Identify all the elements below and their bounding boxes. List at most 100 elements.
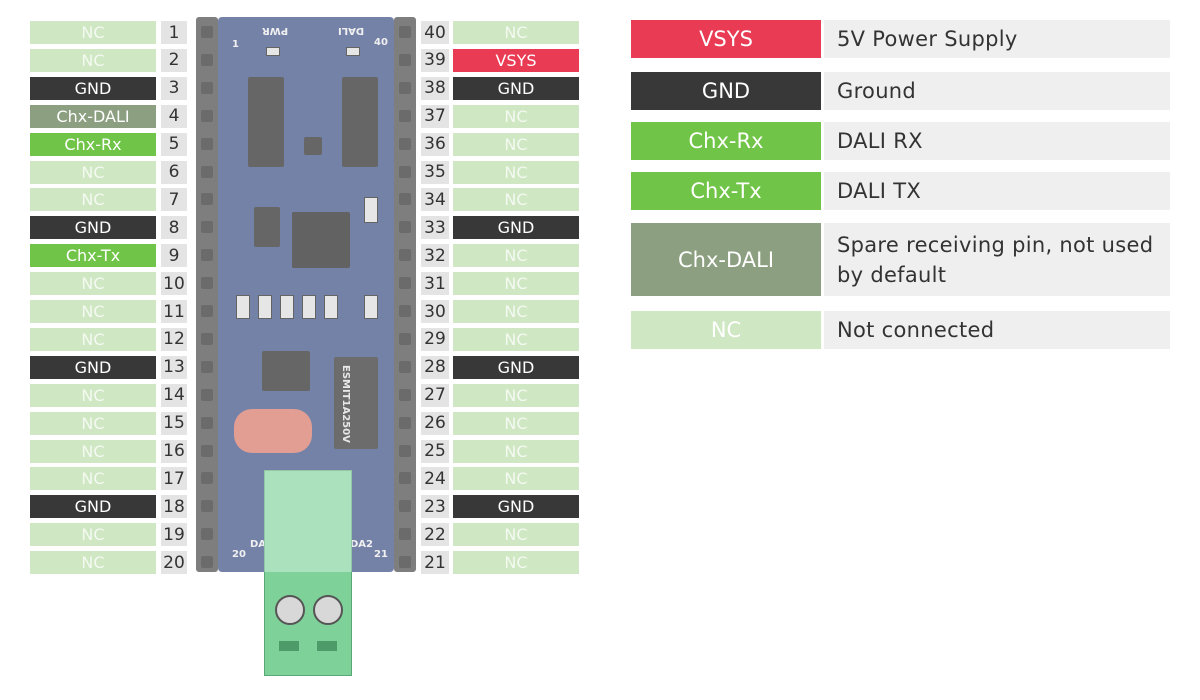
resistor-f <box>324 295 338 319</box>
header-hole <box>201 472 213 485</box>
small-ic <box>304 137 322 155</box>
right-pin-label: NC <box>453 467 579 491</box>
header-hole <box>201 26 213 38</box>
pwr-led <box>266 47 280 56</box>
left-pin-label: NC <box>30 327 156 351</box>
legend-description: Spare receiving pin, not used by default <box>824 223 1170 296</box>
left-pin-label: GND <box>30 216 156 240</box>
header-hole <box>399 416 411 429</box>
header-hole <box>201 556 213 569</box>
header-hole <box>201 137 213 150</box>
header-hole <box>399 221 411 234</box>
left-pin-number: 20 <box>161 551 187 575</box>
screw-left-icon <box>275 595 305 625</box>
header-hole <box>399 26 411 38</box>
left-pin-label: NC <box>30 48 156 72</box>
header-hole <box>201 221 213 234</box>
left-pin-label: NC <box>30 439 156 463</box>
right-pin-number: 36 <box>421 132 449 156</box>
header-hole <box>399 500 411 513</box>
left-pin-label: GND <box>30 76 156 100</box>
right-pin-number: 27 <box>421 383 449 407</box>
silk-pwr: PWR <box>262 25 289 36</box>
left-pin-label: NC <box>30 160 156 184</box>
regulator <box>292 212 350 268</box>
header-hole <box>399 193 411 206</box>
left-pin-label: GND <box>30 355 156 379</box>
header-hole <box>399 81 411 94</box>
left-pin-number: 2 <box>161 48 187 72</box>
legend-key: Chx-DALI <box>631 223 821 296</box>
left-pin-number: 16 <box>161 439 187 463</box>
right-pin-label: NC <box>453 272 579 296</box>
header-hole <box>201 444 213 457</box>
transistor <box>254 207 280 247</box>
left-pin-number: 11 <box>161 300 187 323</box>
right-pin-label: NC <box>453 551 579 575</box>
right-pin-label: NC <box>453 411 579 435</box>
left-pin-label: NC <box>30 300 156 323</box>
left-pin-label: NC <box>30 272 156 296</box>
left-pin-number: 10 <box>161 272 187 296</box>
header-hole <box>399 53 411 66</box>
screw-right-icon <box>313 595 343 625</box>
right-pin-label: NC <box>453 160 579 184</box>
right-pin-number: 25 <box>421 439 449 463</box>
header-hole <box>399 249 411 262</box>
legend-key: Chx-Rx <box>631 122 821 160</box>
header-hole <box>201 500 213 513</box>
header-hole <box>399 360 411 373</box>
silk-pin-1: 1 <box>232 39 239 50</box>
header-hole <box>399 388 411 401</box>
right-pin-number: 22 <box>421 523 449 547</box>
left-pin-label: GND <box>30 495 156 519</box>
left-pin-header <box>196 17 218 572</box>
left-pin-number: 1 <box>161 21 187 44</box>
right-pin-label: GND <box>453 355 579 379</box>
right-pin-label: NC <box>453 244 579 268</box>
resistor-g <box>364 295 378 319</box>
header-hole <box>399 165 411 178</box>
header-hole <box>201 81 213 94</box>
legend-description: Ground <box>824 72 1170 110</box>
right-pin-number: 23 <box>421 495 449 519</box>
header-hole <box>399 556 411 569</box>
legend-description: DALI RX <box>824 122 1170 160</box>
right-pin-number: 21 <box>421 551 449 575</box>
right-pin-number: 39 <box>421 48 449 72</box>
resistor-a <box>364 197 378 223</box>
left-pin-number: 18 <box>161 495 187 519</box>
right-pin-label: NC <box>453 300 579 323</box>
header-hole <box>399 109 411 122</box>
right-pin-number: 35 <box>421 160 449 184</box>
left-pin-label: Chx-Rx <box>30 132 156 156</box>
legend-key: NC <box>631 311 821 349</box>
optocoupler-right <box>342 77 378 167</box>
silk-dali: DALI <box>338 25 365 36</box>
wire-slot-right <box>317 641 337 651</box>
legend-key: GND <box>631 72 821 110</box>
left-pin-number: 13 <box>161 355 187 379</box>
right-pin-label: NC <box>453 523 579 547</box>
left-pin-number: 9 <box>161 244 187 268</box>
optocoupler-left <box>248 77 284 167</box>
right-pin-number: 33 <box>421 216 449 240</box>
left-pin-number: 3 <box>161 76 187 100</box>
left-pin-number: 7 <box>161 188 187 212</box>
right-pin-number: 31 <box>421 272 449 296</box>
right-pin-label: GND <box>453 216 579 240</box>
right-pin-label: NC <box>453 188 579 212</box>
left-pin-label: NC <box>30 523 156 547</box>
resistor-e <box>302 295 316 319</box>
right-pin-number: 30 <box>421 300 449 323</box>
header-hole <box>201 165 213 178</box>
header-hole <box>399 444 411 457</box>
header-hole <box>399 332 411 345</box>
right-pin-number: 38 <box>421 76 449 100</box>
right-pin-label: NC <box>453 21 579 44</box>
resistor-b <box>236 295 250 319</box>
legend-description: DALI TX <box>824 172 1170 210</box>
